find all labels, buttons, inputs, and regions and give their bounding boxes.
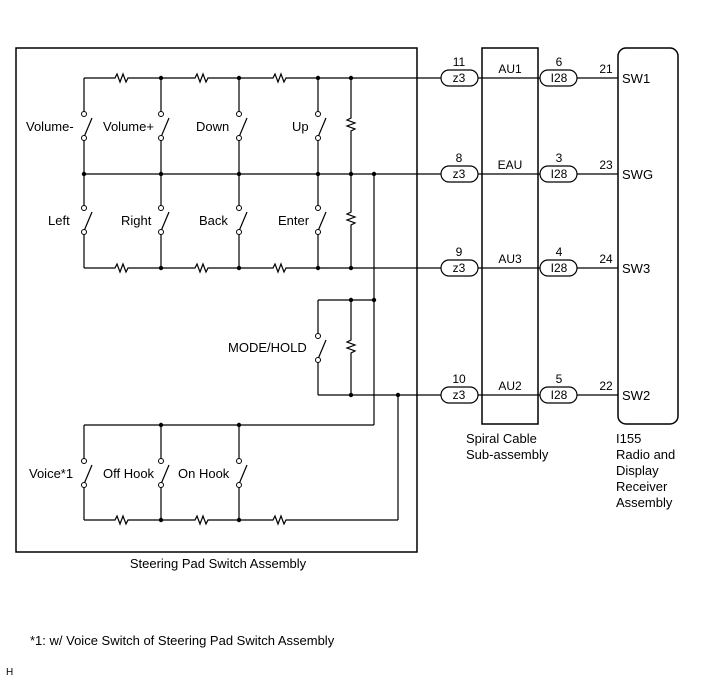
receiver-label-3: Receiver [616, 479, 668, 494]
rx-signal-swg: SWG [622, 167, 653, 182]
spiral-cable-label-2: Sub-assembly [466, 447, 549, 462]
receiver-code: I155 [616, 431, 641, 446]
steering-pad-box [15, 47, 418, 553]
pin-out-eau: 3 [556, 151, 563, 165]
conn-out-au2: I28 [551, 388, 568, 402]
pin-in-au2: 10 [452, 372, 466, 386]
mode-hold-wiring [315, 297, 441, 520]
row2-contacts [81, 205, 354, 271]
switch-up: Up [292, 119, 309, 134]
signal-eau: EAU [498, 158, 523, 172]
pin-out-au1: 6 [556, 55, 563, 69]
signal-au1: AU1 [498, 62, 522, 76]
receiver-box [617, 47, 679, 425]
corner-mark: H [6, 667, 13, 678]
conn-out-eau: I28 [551, 167, 568, 181]
pin-in-au3: 9 [456, 245, 463, 259]
switch-right: Right [121, 213, 152, 228]
switch-left: Left [48, 213, 70, 228]
conn-in-eau: z3 [453, 167, 466, 181]
signal-au3: AU3 [498, 252, 522, 266]
conn-in-au2: z3 [453, 388, 466, 402]
switch-back: Back [199, 213, 228, 228]
connector-row-au3 [440, 259, 618, 277]
spiral-cable-box [481, 47, 539, 425]
switch-mode-hold: MODE/HOLD [228, 340, 307, 355]
conn-in-au1: z3 [453, 71, 466, 85]
row1-wiring [83, 73, 441, 174]
conn-out-au1: I28 [551, 71, 568, 85]
pin-rx-sw2: 22 [599, 379, 613, 393]
switch-volume-plus: Volume+ [103, 119, 154, 134]
receiver-label-1: Radio and [616, 447, 675, 462]
rx-signal-sw3: SW3 [622, 261, 650, 276]
switch-on-hook: On Hook [178, 466, 230, 481]
receiver-label-4: Assembly [616, 495, 673, 510]
pin-out-au2: 5 [556, 372, 563, 386]
pin-in-eau: 8 [456, 151, 463, 165]
pin-rx-sw1: 21 [599, 62, 613, 76]
row1-contacts [81, 75, 354, 141]
footnote: *1: w/ Voice Switch of Steering Pad Swit… [30, 633, 335, 648]
rx-signal-sw1: SW1 [622, 71, 650, 86]
switch-enter: Enter [278, 213, 310, 228]
switch-voice: Voice*1 [29, 466, 73, 481]
conn-in-au3: z3 [453, 261, 466, 275]
eau-common-wiring [81, 171, 441, 425]
switch-down: Down [196, 119, 229, 134]
row3-wiring [83, 424, 398, 525]
pin-rx-sw3: 24 [599, 252, 613, 266]
row3-contacts [81, 422, 242, 523]
signal-au2: AU2 [498, 379, 522, 393]
connector-row-au1 [440, 69, 618, 87]
steering-pad-label: Steering Pad Switch Assembly [130, 556, 307, 571]
pin-in-au1: 11 [453, 55, 466, 69]
conn-out-au3: I28 [551, 261, 568, 275]
switch-off-hook: Off Hook [103, 466, 155, 481]
spiral-cable-label-1: Spiral Cable [466, 431, 537, 446]
switch-volume-minus: Volume- [26, 119, 74, 134]
pin-out-au3: 4 [556, 245, 563, 259]
connector-row-au2 [440, 386, 618, 404]
pin-rx-swg: 23 [599, 158, 613, 172]
connector-row-eau [440, 165, 618, 183]
receiver-label-2: Display [616, 463, 659, 478]
rx-signal-sw2: SW2 [622, 388, 650, 403]
